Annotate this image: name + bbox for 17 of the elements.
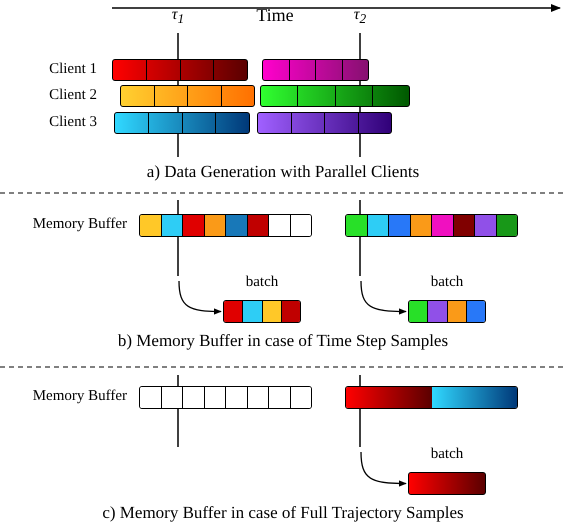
batch-label: batch — [430, 446, 464, 462]
time-marker-label: τ$_{1}$ — [172, 6, 184, 27]
axis-label: Time — [256, 6, 294, 26]
batch-label: batch — [244, 274, 280, 290]
batch-label: batch — [430, 274, 464, 290]
row-label: Memory Buffer — [32, 216, 127, 232]
section-caption: a) Data Generation with Parallel Clients — [146, 163, 420, 182]
row-label: Client 2 — [49, 87, 97, 104]
section-caption: c) Memory Buffer in case of Full Trajectory Samples — [102, 504, 464, 523]
arrow — [178, 280, 222, 315]
row-label: Client 1 — [49, 61, 97, 78]
arrow — [360, 280, 407, 315]
row-label: Client 3 — [49, 114, 97, 130]
section-caption: b) Memory Buffer in case of Time Step Samples — [118, 332, 448, 351]
time-marker-label: τ$_{2}$ — [354, 6, 366, 27]
row-label: Memory Buffer — [32, 388, 127, 404]
arrow — [360, 452, 407, 487]
